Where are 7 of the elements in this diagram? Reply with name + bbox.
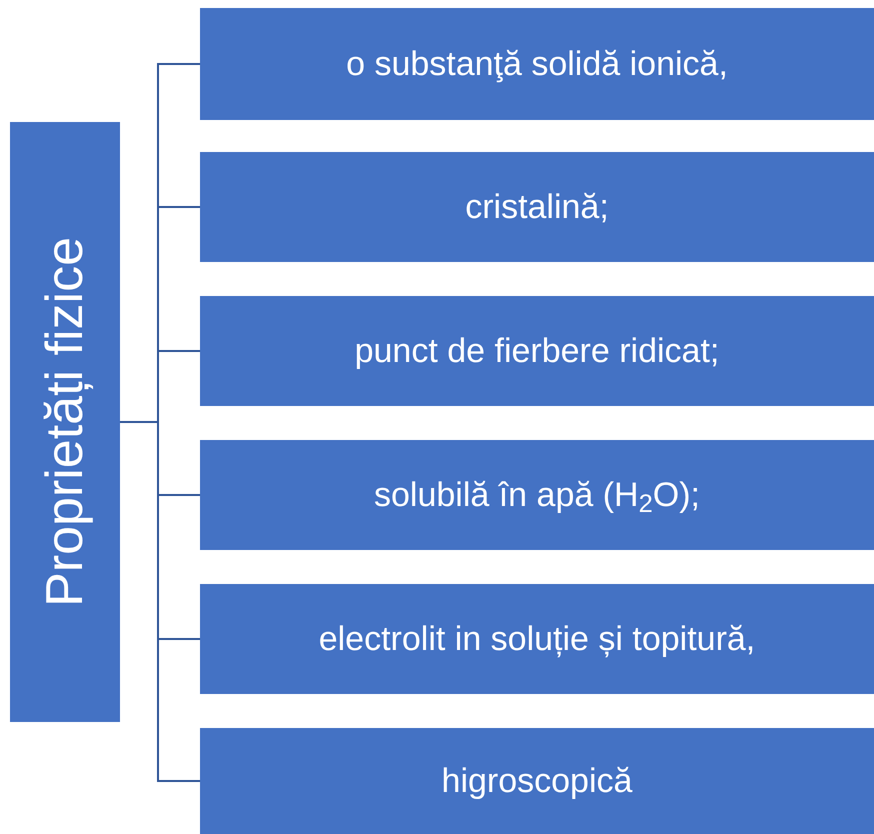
- property-box: solubilă în apă (H$_{2}$O);: [200, 440, 874, 550]
- property-box: o substanţă solidă ionică,: [200, 8, 874, 120]
- property-box: electrolit in soluție și topitură,: [200, 584, 874, 694]
- property-box: higroscopică: [200, 728, 874, 834]
- property-box: cristalină;: [200, 152, 874, 262]
- property-box: punct de fierbere ridicat;: [200, 296, 874, 406]
- title-box: Proprietăți fizice: [10, 122, 120, 722]
